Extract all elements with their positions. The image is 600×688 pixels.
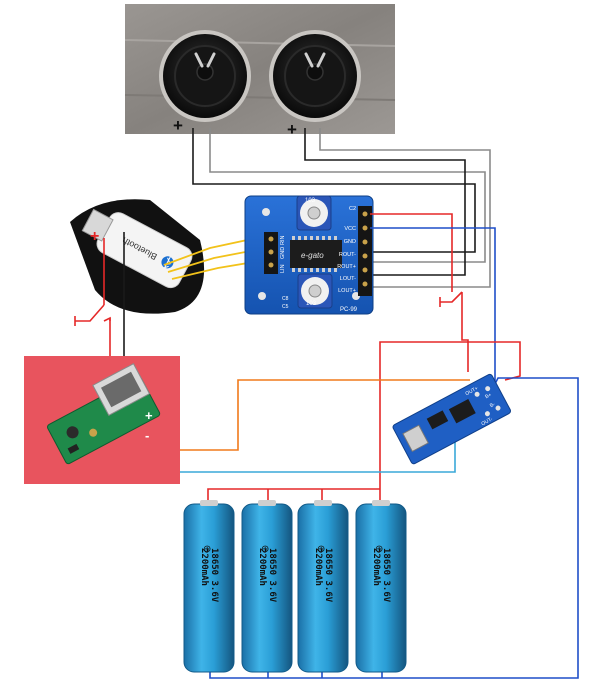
left-speaker-plus: + xyxy=(173,116,183,135)
wire-right-speaker-positive xyxy=(304,128,466,276)
svg-text:GND: GND xyxy=(344,239,356,245)
bluetooth-receiver: Bluetooth + xyxy=(70,199,205,314)
boost-minus: - xyxy=(145,428,149,443)
chip-label: e-gato xyxy=(301,251,324,260)
wood-grain xyxy=(124,39,396,47)
potentiometer-bottom: 103 xyxy=(297,273,333,309)
svg-text:⊕: ⊕ xyxy=(317,544,325,555)
svg-text:LIN: LIN xyxy=(280,264,286,273)
cap-label: C8 xyxy=(282,296,289,302)
svg-text:OUT+: OUT+ xyxy=(465,386,480,398)
amplifier-chip: e-gato xyxy=(290,236,342,272)
wire-boost-positive xyxy=(130,379,470,451)
left-speaker xyxy=(159,30,251,122)
svg-text:18650 3.6V: 18650 3.6V xyxy=(323,548,333,603)
svg-text:GND: GND xyxy=(280,247,286,259)
svg-text:18650 3.6V: 18650 3.6V xyxy=(267,548,277,603)
svg-text:⊕: ⊕ xyxy=(203,544,211,555)
speaker-panel: + + xyxy=(124,4,396,139)
battery-cell: 18650 3.6V 2200mAh ⊕ xyxy=(297,500,349,673)
svg-text:B+: B+ xyxy=(484,392,492,400)
svg-text:LOUT-: LOUT- xyxy=(340,276,356,282)
svg-text:2200mAh: 2200mAh xyxy=(371,548,381,586)
svg-text:⊕: ⊕ xyxy=(375,544,383,555)
svg-text:18650 3.6V: 18650 3.6V xyxy=(381,548,391,603)
potentiometer-top: 103 xyxy=(296,195,332,231)
charger-module: OUT+ B+ OUT- B- xyxy=(392,373,511,465)
wire-right-speaker-negative xyxy=(319,128,491,288)
svg-text:ROUT-: ROUT- xyxy=(339,252,356,258)
usb-plug xyxy=(81,208,114,242)
svg-text:103: 103 xyxy=(306,301,317,307)
svg-text:LOUT+: LOUT+ xyxy=(338,288,356,294)
right-speaker-plus: + xyxy=(287,120,297,139)
wire-left-speaker-negative xyxy=(209,128,486,263)
svg-text:OUT-: OUT- xyxy=(480,416,494,427)
svg-text:ROUT+: ROUT+ xyxy=(337,264,356,270)
svg-text:VCC: VCC xyxy=(344,226,356,232)
svg-text:2200mAh: 2200mAh xyxy=(313,548,323,586)
amplifier-board: 103 103 e-gato xyxy=(244,195,374,315)
cap-label: C5 xyxy=(282,304,289,310)
svg-text:B-: B- xyxy=(489,401,497,409)
svg-text:2200mAh: 2200mAh xyxy=(199,548,209,586)
svg-text:RIN: RIN xyxy=(280,236,286,246)
boost-plus: + xyxy=(145,408,153,423)
wire-battery-negative xyxy=(209,377,579,679)
wire-amp-gnd xyxy=(370,227,496,401)
boost-module: + - xyxy=(24,356,180,484)
battery-cell: 18650 3.6V 2200mAh ⊕ xyxy=(183,500,235,673)
board-model: PC-99 xyxy=(340,307,358,313)
right-speaker xyxy=(269,30,361,122)
charger-pcb xyxy=(392,373,511,465)
input-header xyxy=(264,232,278,274)
output-pin-labels: C2 VCC GND ROUT- ROUT+ LOUT- LOUT+ xyxy=(337,206,356,294)
micro-usb-icon xyxy=(402,424,429,453)
speaker-wires xyxy=(192,128,491,288)
wire-left-speaker-positive xyxy=(192,128,476,253)
input-pin-labels: RIN GND LIN xyxy=(280,236,286,274)
left-switch xyxy=(74,304,111,326)
svg-text:18650 3.6V: 18650 3.6V xyxy=(209,548,219,603)
svg-text:2200mAh: 2200mAh xyxy=(257,548,267,586)
battery-cell: 18650 3.6V 2200mAh ⊕ xyxy=(241,500,293,673)
receiver-plus: + xyxy=(90,228,99,245)
battery-pack: 18650 3.6V 2200mAh ⊕ 18650 3.6V 2200mAh … xyxy=(183,500,407,673)
battery-cell: 18650 3.6V 2200mAh ⊕ xyxy=(355,500,407,673)
svg-text:C2: C2 xyxy=(349,206,356,212)
right-switch xyxy=(439,291,463,307)
output-header xyxy=(358,206,372,296)
svg-text:103: 103 xyxy=(305,198,316,204)
wire-battery-positive xyxy=(207,341,521,505)
svg-text:⊕: ⊕ xyxy=(261,544,269,555)
wire-amp-vcc xyxy=(370,213,469,372)
